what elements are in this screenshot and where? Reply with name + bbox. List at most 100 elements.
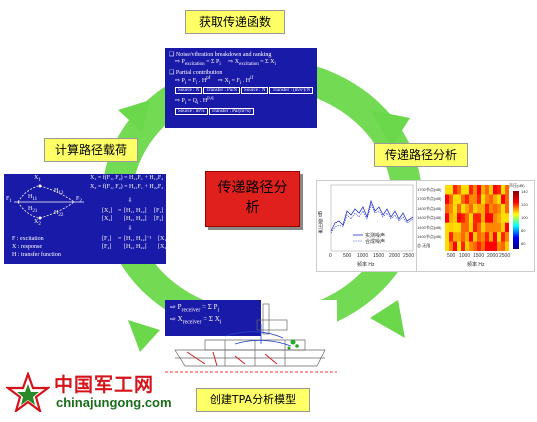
heatmap-cell [485,185,490,195]
eq3-symbol: P [181,98,185,105]
heatmap-cell [501,203,506,214]
eq2a-sub2: i [196,81,198,87]
heatmap-cell [461,213,466,223]
heatmap-xtick: 2500 [499,253,511,259]
h21-label: H21 [28,206,37,214]
heatmap-cell [497,203,502,214]
heatmap-cell [473,241,478,251]
eq1b-symbol: X [234,59,240,65]
heatmap-cell [461,232,466,242]
heatmap-cell [461,222,466,233]
heatmap-cell [493,222,498,233]
heatmap-cell [485,213,490,223]
heatmap-cell [497,213,502,223]
receiver-p-symbol: P [177,303,182,311]
logo-url: chinajungong.com [56,395,172,410]
h12-symbol: H [54,188,59,194]
heatmap-cell [457,194,462,205]
heatmap-cell [457,203,462,214]
heatmap-cell [501,194,506,205]
left-panel: X1 X2 F1 F2 H11 H12 H21 H22 X₁ = f(F₁, F… [4,174,166,264]
center-box: 传递路径分析 [205,171,300,227]
line-xtick: 1000 [357,253,369,259]
heatmap-xlabel: 频率 Hz [467,262,485,268]
heatmap-cell [493,194,498,205]
svg-text:[F₁]: [F₁] [154,208,163,214]
eq2b-sup: if [250,76,254,82]
colorbar-tick: 100 [521,215,528,220]
heatmap-cell [457,213,462,223]
eq1a-sub: excitation [184,62,205,68]
heatmap-row-label: 1400节点(dB) [417,205,442,211]
heatmap-cell [453,213,458,223]
line-xlabel: 频率 Hz [357,262,375,268]
heatmap-cell [445,185,450,195]
arrow-head-top-right [370,110,410,146]
heatmap-cell [473,185,478,195]
h11-label: H11 [28,194,37,202]
heatmap-cell [473,213,478,223]
heatmap-cell [449,213,454,223]
heatmap-cell [453,232,458,242]
heatmap-cell [481,185,486,195]
heatmap-row-label: 1700节点(dB) [417,196,442,202]
heatmap-row-label: 1400节点(dB) [417,234,442,240]
heatmap-cell [445,194,450,205]
label-create-tpa-model: 创建TPA分析模型 [196,388,310,412]
svg-text:[H₁₁ H₁₂]: [H₁₁ H₁₂] [124,208,147,214]
legend-block: F : excitation X : response H : transfer… [12,235,61,259]
heatmap-row-label: 1400节点(dB) [417,224,442,230]
heatmap-cell [461,194,466,205]
line-plot: 实测噪声 合成噪声 声压级 dB 0 500 1000 1500 2000 25… [316,180,418,272]
heatmap-cell [497,194,502,205]
svg-text:⇩: ⇩ [127,197,132,204]
eq3-rest: = Q [186,98,197,105]
heatmap-cell [457,185,462,195]
svg-text:[H₂₁ H₂₂]: [H₂₁ H₂₂] [124,244,147,250]
receiver-p-rest: = Σ P [200,303,218,311]
heatmap-cell [465,241,470,251]
eq-x1: X₁ = f(F₁, F₂) = H₁₁F₁ + H₁₂F₂ [90,175,164,181]
heatmap-cell [465,222,470,233]
heatmap-cell [485,232,490,242]
svg-text:[X₁]: [X₁] [102,208,112,214]
heatmap-cell [501,241,506,251]
heatmap-cell [477,185,482,195]
eq2b-sub: i [228,81,231,87]
receiver-x-rest: = Σ X [201,315,220,324]
heatmap-cell [493,241,498,251]
heatmap-cell [449,241,454,251]
colorbar-tick: 140 [521,189,528,194]
f1-symbol: F [6,196,10,202]
eq2a-tail: . H [197,78,207,85]
heatmap-cell [477,241,482,251]
heatmap-xtick: 500 [447,253,456,259]
svg-text:[X₂]: [X₂] [158,244,166,250]
heatmap-cell [453,185,458,195]
line-xtick: 0 [329,253,332,259]
eq1a-rest: = Σ P [204,59,220,65]
heatmap-cell [481,232,486,242]
eq3-sub: i [184,101,187,107]
heatmap-cell [489,194,494,205]
heatmap-cell [445,241,450,251]
legend-transfer: H : transfer function [12,252,61,258]
receiver-equations: ⇨ Preceiver = Σ Pi ⇨ Xreceiver = Σ Xi [165,300,261,336]
colorbar [513,191,519,249]
arrow-head-bottom-left [128,320,160,352]
ship-model-drawing [165,303,337,373]
heatmap-cell [465,185,470,195]
heatmap-cell [477,222,482,233]
heatmap-row-label: 1400节点(dB) [417,215,442,221]
heatmap-cell [477,203,482,214]
heatmap-cell [497,185,502,195]
heatmap-cell [501,232,506,242]
bullet-partial: Partial contribution [175,70,223,77]
heatmap-cell [469,194,474,205]
colorbar-tick: 120 [521,202,528,207]
x2-sub: 2 [38,222,41,228]
unit-box: Source : m³/s [175,107,208,115]
